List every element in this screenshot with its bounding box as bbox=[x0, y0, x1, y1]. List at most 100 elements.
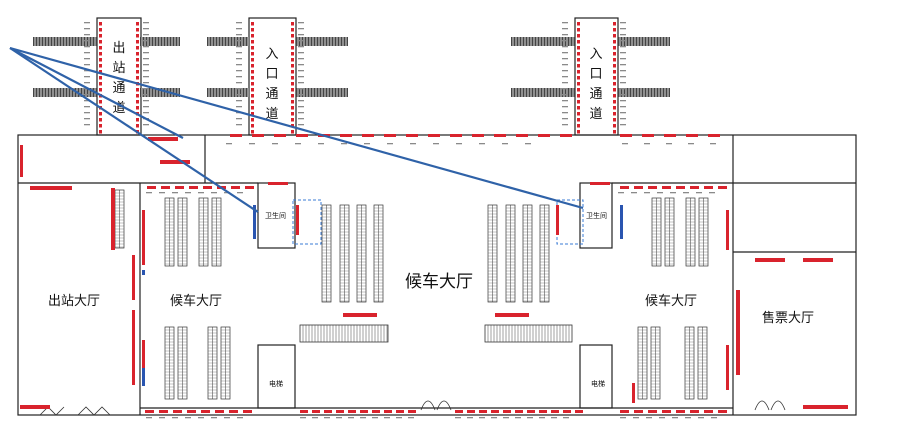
seat-right-bottom-1 bbox=[650, 326, 661, 400]
marker-ent1-left bbox=[251, 112, 254, 116]
codes-ent2-right bbox=[620, 22, 626, 126]
doors bbox=[39, 400, 786, 416]
ticket-hall-label: 售票大厅 bbox=[762, 310, 814, 326]
marker-ent2-left bbox=[577, 58, 580, 62]
exit-passage-label: 出站通道 bbox=[112, 41, 125, 116]
marker-exit-passage-right bbox=[136, 70, 139, 74]
marker-exit-passage-right bbox=[136, 22, 139, 26]
marker-exit-passage-left bbox=[99, 112, 102, 116]
marker-right-bottom bbox=[632, 383, 635, 403]
marker-ent2-right bbox=[613, 46, 616, 50]
marker-ticket-bottom bbox=[803, 405, 848, 409]
rail-ent2-left-bottom bbox=[511, 88, 575, 97]
marker-ent1-right bbox=[291, 100, 294, 104]
pointer-lines bbox=[9, 46, 584, 213]
codes-mid-bottom-right bbox=[455, 417, 569, 419]
outer-stairs bbox=[33, 37, 670, 97]
marker-top-wall-right bbox=[664, 134, 676, 137]
marker-bottom-mid-right bbox=[455, 410, 463, 413]
marker-bottom-right bbox=[648, 410, 657, 413]
marker-right-hall-top bbox=[704, 186, 713, 189]
entrance-passage-right: 入口通道 bbox=[574, 17, 619, 136]
marker-ent2-right bbox=[613, 70, 616, 74]
rail-ent1-left-bottom bbox=[207, 88, 249, 97]
marker-top-wall bbox=[384, 134, 396, 137]
exit-gates bbox=[39, 406, 111, 416]
marker-exit-passage-left bbox=[99, 64, 102, 68]
marker-left-hall-top bbox=[147, 186, 156, 189]
marker-bottom-right bbox=[620, 410, 629, 413]
dashed-zone-left bbox=[292, 199, 322, 245]
marker-left-hall-1 bbox=[142, 210, 145, 265]
marker-ent2-right bbox=[613, 64, 616, 68]
seat-main-right-3 bbox=[539, 204, 550, 303]
marker-exit-passage-left bbox=[99, 88, 102, 92]
marker-ent2-right bbox=[613, 130, 616, 134]
marker-exit-passage-right bbox=[136, 64, 139, 68]
marker-exit-col-left bbox=[111, 188, 115, 250]
marker-bottom-mid-left bbox=[396, 410, 404, 413]
marker-ent1-left bbox=[251, 28, 254, 32]
marker-bottom-left bbox=[243, 410, 252, 413]
marker-right-hall-top bbox=[662, 186, 671, 189]
marker-ent1-right bbox=[291, 112, 294, 116]
rail-ent2-right-top bbox=[618, 37, 670, 46]
marker-bottom-mid-left bbox=[408, 410, 416, 413]
seat-exit-column bbox=[114, 189, 125, 249]
marker-bottom-mid-right bbox=[467, 410, 475, 413]
marker-ent2-left bbox=[577, 46, 580, 50]
marker-ent1-left bbox=[251, 76, 254, 80]
hall-labels: 候车大厅 候车大厅 候车大厅 出站大厅 售票大厅 bbox=[48, 272, 814, 326]
marker-exit-passage-left bbox=[99, 58, 102, 62]
marker-exit-hall-top bbox=[30, 186, 72, 190]
marker-bottom-mid-right bbox=[539, 410, 547, 413]
marker-top-wall-right bbox=[708, 134, 720, 137]
marker-top-wall-right bbox=[642, 134, 654, 137]
marker-ent1-right bbox=[291, 70, 294, 74]
marker-ent1-left bbox=[251, 52, 254, 56]
marker-ent1-left bbox=[251, 46, 254, 50]
marker-left-hall-top bbox=[189, 186, 198, 189]
rail-ent2-left-top bbox=[511, 37, 575, 46]
marker-top-wall bbox=[428, 134, 440, 137]
exit-passage-outline bbox=[96, 17, 142, 136]
code-labels bbox=[84, 22, 717, 419]
marker-top-wall bbox=[296, 134, 308, 137]
marker-ent2-right bbox=[613, 112, 616, 116]
elevator-right-label: 电梯 bbox=[591, 379, 605, 388]
marker-bottom-right bbox=[718, 410, 727, 413]
marker-bottom-mid-left bbox=[300, 410, 308, 413]
marker-bottom-mid-left bbox=[312, 410, 320, 413]
marker-ent2-right bbox=[613, 52, 616, 56]
entrance-passage-left: 入口通道 bbox=[248, 17, 297, 136]
marker-bottom-mid-right bbox=[479, 410, 487, 413]
marker-bottom-right bbox=[662, 410, 671, 413]
seat-left-top-3 bbox=[211, 197, 222, 267]
marker-bottom-mid-left bbox=[372, 410, 380, 413]
pointer-line-2 bbox=[9, 47, 184, 139]
marker-ent1-left bbox=[251, 100, 254, 104]
seat-main-right-1 bbox=[505, 204, 516, 303]
marker-bottom-left bbox=[215, 410, 224, 413]
marker-exit-passage-left bbox=[99, 52, 102, 56]
marker-exit-passage-right bbox=[136, 100, 139, 104]
door-main-2 bbox=[436, 400, 452, 411]
codes-exit-left bbox=[84, 22, 90, 126]
marker-dashed-right bbox=[556, 205, 559, 235]
marker-ent1-left bbox=[251, 40, 254, 44]
codes-right-hall-top bbox=[618, 192, 715, 194]
marker-bottom-left bbox=[145, 410, 154, 413]
marker-ent1-right bbox=[291, 52, 294, 56]
seat-left-top-2 bbox=[198, 197, 209, 267]
marker-ent1-right bbox=[291, 106, 294, 110]
left-waiting-hall-label: 候车大厅 bbox=[170, 293, 222, 309]
marker-ent1-right bbox=[291, 40, 294, 44]
marker-exit-passage-right bbox=[136, 124, 139, 128]
marker-ent1-right bbox=[291, 94, 294, 98]
marker-ticket-left bbox=[736, 290, 740, 375]
entrance-passage-left-outline bbox=[248, 17, 297, 136]
marker-ent1-right bbox=[291, 28, 294, 32]
marker-top-wall bbox=[472, 134, 484, 137]
marker-ent2-right bbox=[613, 22, 616, 26]
marker-ent2-right bbox=[613, 28, 616, 32]
